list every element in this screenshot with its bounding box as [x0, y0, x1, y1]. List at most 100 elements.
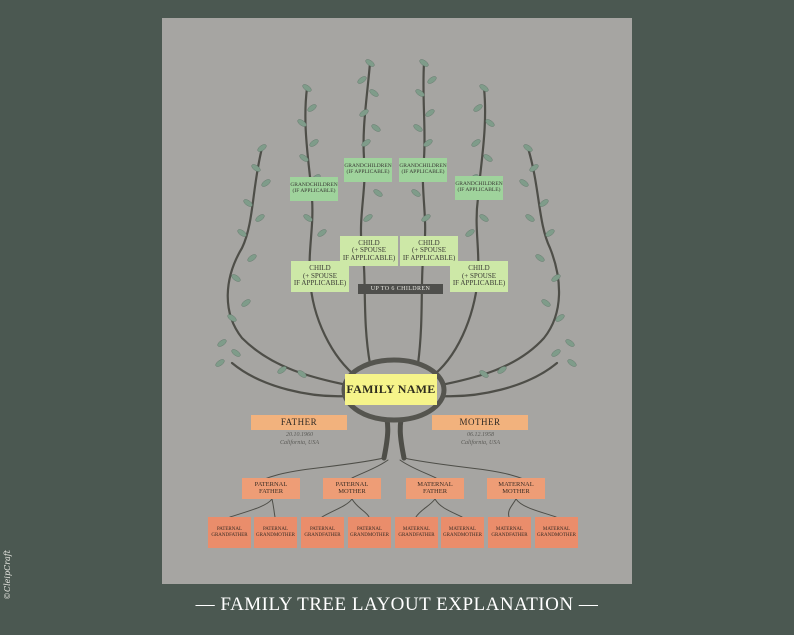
great-grandparent-box-1: PATERNAL GRANDFATHER	[208, 517, 251, 548]
great-grandparent-box-6: MATERNAL GRANDMOTHER	[441, 517, 484, 548]
grandchildren-label: GRANDCHILDREN (IF APPLICABLE)	[399, 163, 447, 175]
grandchildren-box-2: GRANDCHILDREN (IF APPLICABLE)	[344, 158, 392, 182]
mother-info: 06.12.1958 California, USA	[443, 432, 518, 448]
child-label: CHILD (+ SPOUSE IF APPLICABLE)	[452, 264, 506, 288]
leaf-icon	[565, 339, 575, 347]
leaf-icon	[247, 254, 257, 262]
leaf-icon	[373, 189, 383, 197]
leaf-icon	[479, 370, 489, 378]
leaf-icon	[255, 214, 265, 222]
leaf-icon	[427, 76, 437, 84]
leaf-icon	[363, 214, 373, 222]
paternal-mother-box: PATERNAL MOTHER	[323, 478, 381, 499]
leaf-icon	[551, 349, 561, 357]
mother-date: 06.12.1958	[467, 432, 494, 438]
tree-branch	[230, 361, 350, 398]
leaf-icon	[231, 274, 241, 282]
tree-branch	[428, 86, 487, 380]
leaf-icon	[497, 366, 507, 374]
child-box-1: CHILD (+ SPOUSE IF APPLICABLE)	[340, 236, 398, 266]
leaf-icon	[231, 349, 241, 357]
great-grandparent-label: MATERNAL GRANDMOTHER	[443, 527, 482, 538]
great-grandparent-label: MATERNAL GRANDMOTHER	[537, 527, 576, 538]
tree-root	[261, 457, 385, 481]
mother-box: MOTHER	[432, 415, 528, 430]
tree-root	[415, 498, 436, 518]
father-date: 20.10.1960	[286, 432, 313, 438]
great-grandparent-label: PATERNAL GRANDMOTHER	[350, 527, 389, 538]
tree-root	[434, 498, 463, 518]
leaf-icon	[479, 214, 489, 222]
great-grandparent-box-2: PATERNAL GRANDMOTHER	[254, 517, 297, 548]
caption-title: — FAMILY TREE LAYOUT EXPLANATION —	[195, 594, 599, 615]
leaf-icon	[465, 229, 475, 237]
tree-branch	[416, 61, 427, 366]
grandchildren-label: GRANDCHILDREN (IF APPLICABLE)	[344, 163, 392, 175]
leaf-icon	[471, 139, 481, 147]
leaf-icon	[423, 139, 433, 147]
leaf-icon	[483, 154, 493, 162]
leaf-icon	[227, 314, 237, 322]
tree-root	[229, 498, 273, 518]
child-box-4: CHILD (+ SPOUSE IF APPLICABLE)	[450, 261, 508, 292]
father-place: California, USA	[279, 439, 319, 446]
maternal-father-box: MATERNAL FATHER	[406, 478, 464, 499]
great-grandparent-box-4: PATERNAL GRANDMOTHER	[348, 517, 391, 548]
great-grandparent-box-3: PATERNAL GRANDFATHER	[301, 517, 344, 548]
leaf-icon	[425, 109, 435, 117]
leaf-icon	[215, 359, 225, 367]
leaf-icon	[257, 144, 267, 152]
child-label: CHILD (+ SPOUSE IF APPLICABLE)	[293, 264, 347, 288]
leaf-icon	[415, 89, 425, 97]
leaf-icon	[529, 164, 539, 172]
grandchildren-label: GRANDCHILDREN (IF APPLICABLE)	[455, 181, 503, 193]
leaf-icon	[473, 104, 483, 112]
leaf-icon	[535, 254, 545, 262]
leaf-icon	[413, 124, 423, 132]
tree-root	[351, 498, 370, 518]
family-tree-illustration	[215, 59, 577, 518]
leaf-icon	[551, 274, 561, 282]
grandparent-label: PATERNAL FATHER	[254, 480, 288, 495]
tree-branch	[359, 61, 372, 366]
grandparent-label: MATERNAL FATHER	[417, 480, 453, 495]
tree-root	[271, 498, 276, 518]
leaf-icon	[361, 139, 371, 147]
father-box: FATHER	[251, 415, 347, 430]
leaf-icon	[369, 89, 379, 97]
leaf-icon	[297, 119, 307, 127]
great-grandparent-box-5: MATERNAL GRANDFATHER	[395, 517, 438, 548]
great-grandparent-label: PATERNAL GRANDFATHER	[211, 527, 248, 538]
leaf-icon	[303, 214, 313, 222]
child-label: CHILD (+ SPOUSE IF APPLICABLE)	[342, 238, 396, 262]
great-grandparent-label: MATERNAL GRANDFATHER	[398, 527, 435, 538]
leaf-icon	[479, 84, 489, 92]
child-box-2: CHILD (+ SPOUSE IF APPLICABLE)	[400, 236, 458, 266]
tree-root	[403, 457, 527, 481]
poster-canvas: GRANDCHILDREN (IF APPLICABLE) GRANDCHILD…	[162, 18, 632, 584]
great-grandparent-label: MATERNAL GRANDFATHER	[491, 527, 528, 538]
leaf-icon	[261, 179, 271, 187]
tree-root	[399, 459, 437, 479]
tree-root	[321, 498, 353, 518]
watermark: ©CleipCraft	[3, 550, 12, 600]
tree-branch	[304, 86, 360, 380]
leaf-icon	[485, 119, 495, 127]
family-name-box: FAMILY NAME	[345, 374, 437, 405]
leaf-icon	[411, 189, 421, 197]
maternal-mother-box: MATERNAL MOTHER	[487, 478, 545, 499]
leaf-icon	[317, 229, 327, 237]
leaf-icon	[243, 199, 253, 207]
leaf-icon	[299, 154, 309, 162]
leaf-icon	[371, 124, 381, 132]
leaf-icon	[519, 179, 529, 187]
leaf-icon	[357, 76, 367, 84]
leaf-icon	[365, 59, 375, 67]
grandchildren-box-3: GRANDCHILDREN (IF APPLICABLE)	[399, 158, 447, 182]
grandparent-label: MATERNAL MOTHER	[498, 480, 534, 495]
child-box-3: CHILD (+ SPOUSE IF APPLICABLE)	[291, 261, 349, 292]
leaf-icon	[545, 229, 555, 237]
tree-root	[508, 498, 517, 518]
leaf-icon	[539, 199, 549, 207]
leaf-icon	[217, 339, 227, 347]
